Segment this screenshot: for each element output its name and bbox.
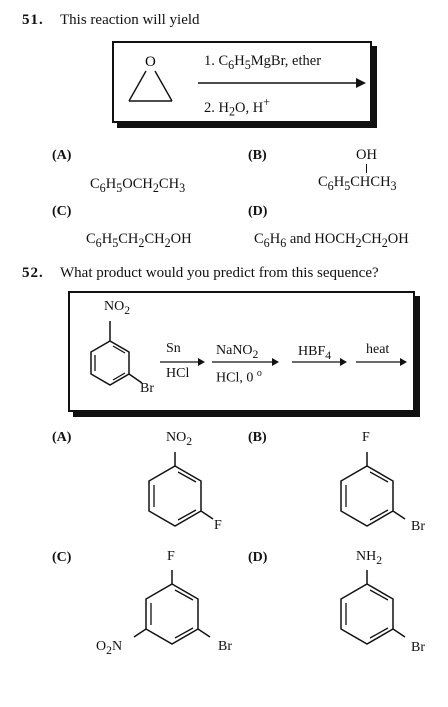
- step-1-condition: HCl: [166, 366, 190, 381]
- step-1-arrow: [160, 358, 205, 366]
- q52-option-d-nh2: NH2: [356, 549, 383, 567]
- step-2-arrow: [212, 358, 279, 366]
- q51-option-a-formula: C6H5OCH2CH3: [90, 176, 186, 195]
- question-52-number: 52.: [22, 265, 44, 281]
- reaction-box-52: NO2 Br Sn HCl NaNO2 HCl, 0 o HBF4 heat: [68, 291, 415, 412]
- q52-option-a-label: (A): [52, 430, 72, 445]
- question-51-text: This reaction will yield: [60, 12, 200, 28]
- q52-option-d-br: Br: [411, 640, 425, 655]
- q52-option-c-br: Br: [218, 639, 232, 654]
- start-material-no2: NO2: [104, 299, 131, 317]
- q52-option-b-f: F: [362, 430, 370, 445]
- q52-option-b-br: Br: [411, 519, 425, 534]
- question-52-text: What product would you predict from this…: [60, 265, 379, 281]
- q52-option-a-no2: NO2: [166, 430, 193, 448]
- q51-option-b-formula: C6H5CHCH3: [318, 174, 397, 193]
- step-2-condition: HCl, 0 o: [216, 368, 262, 386]
- reagent-step-2: 2. H2O, H+: [204, 95, 271, 119]
- q52-option-a-structure: [148, 452, 214, 527]
- reaction-box-51: O 1. C6H5MgBr, ether 2. H2O, H+: [112, 41, 372, 123]
- reaction-arrow-51: [198, 78, 366, 88]
- q52-option-c-o2n: O2N: [96, 639, 123, 657]
- epoxide-structure: O: [128, 54, 173, 102]
- step-4-reagent: heat: [366, 342, 390, 357]
- q51-option-b-oh: OH: [356, 147, 377, 163]
- step-2-reagent: NaNO2: [216, 343, 259, 361]
- start-material-br: Br: [140, 381, 154, 396]
- q51-option-a-label: (A): [52, 148, 72, 163]
- step-1-reagent: Sn: [166, 341, 181, 356]
- step-4-arrow: [356, 358, 407, 366]
- start-material-structure: [90, 321, 143, 386]
- q52-option-d-label: (D): [248, 550, 268, 565]
- q52-option-c-f: F: [167, 549, 175, 564]
- q52-option-c-structure: [133, 570, 211, 645]
- q51-option-c-formula: C6H5CH2CH2OH: [86, 231, 192, 250]
- q52-option-d-structure: [340, 570, 406, 645]
- q52-option-b-label: (B): [248, 430, 267, 445]
- q52-option-c-label: (C): [52, 550, 72, 565]
- q51-option-d-formula: C6H6 and HOCH2CH2OH: [254, 231, 409, 250]
- q51-option-b-bond: [366, 164, 368, 173]
- step-3-reagent: HBF4: [298, 344, 332, 362]
- q52-option-a-f: F: [214, 518, 222, 533]
- q51-option-d-label: (D): [248, 204, 268, 219]
- q52-option-b-structure: [340, 452, 406, 527]
- reagent-step-1: 1. C6H5MgBr, ether: [204, 53, 322, 72]
- question-51-number: 51.: [22, 12, 44, 28]
- q51-option-c-label: (C): [52, 204, 72, 219]
- step-3-arrow: [292, 358, 347, 366]
- q51-option-b-label: (B): [248, 148, 267, 163]
- epoxide-oxygen-atom: O: [145, 54, 156, 70]
